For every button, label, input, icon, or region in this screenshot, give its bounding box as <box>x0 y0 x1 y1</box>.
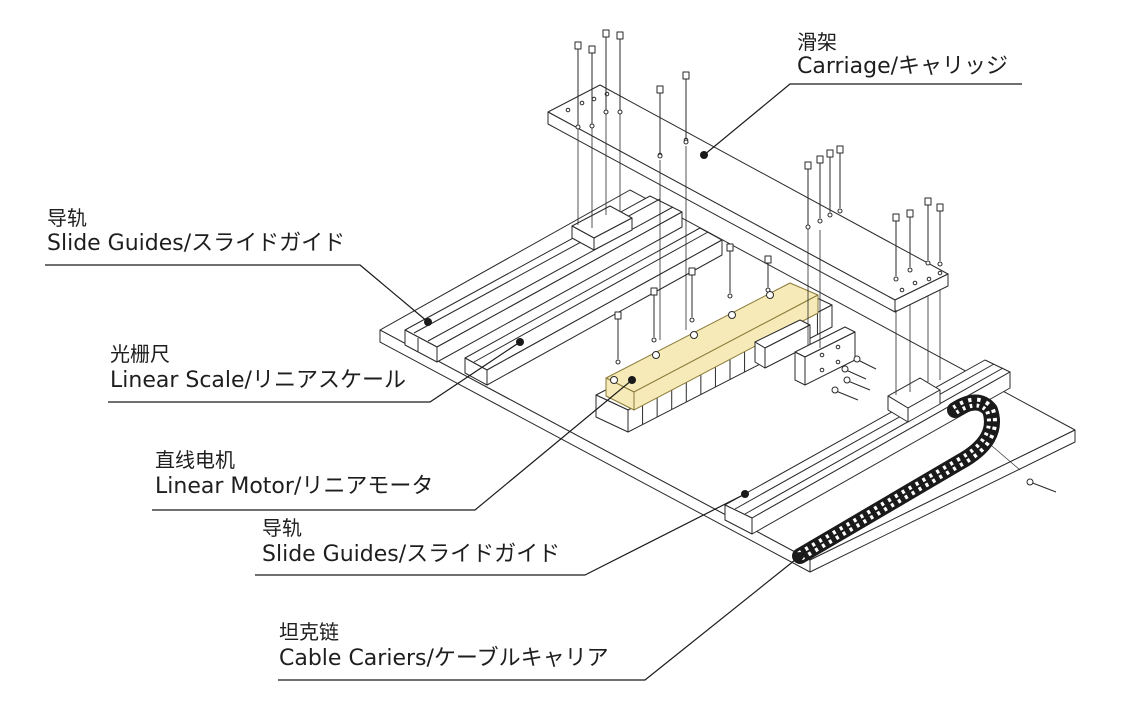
linear-motor-forcer <box>605 282 819 411</box>
bolt-washer <box>657 153 663 159</box>
bolt-head <box>764 255 772 264</box>
bolt-washer <box>893 276 899 282</box>
bolt-head <box>614 311 622 320</box>
bolt-washer <box>603 109 609 115</box>
bolt-washer <box>683 139 689 145</box>
bearing-block-front <box>887 377 941 423</box>
bolt-head <box>616 31 624 40</box>
bolt-head <box>602 29 610 38</box>
label-carriage-en: Carriage/キャリッジ <box>797 54 1009 79</box>
bolt-head <box>924 197 932 206</box>
bolt-washer <box>907 267 913 273</box>
label-linear-scale-zh: 光栅尺 <box>110 342 170 366</box>
label-slide-guides-2-zh: 导轨 <box>262 516 302 540</box>
motor-end-block <box>754 319 811 369</box>
bolt-washer <box>617 109 623 115</box>
bolt-washer <box>589 123 595 129</box>
bolt-washer <box>575 124 581 130</box>
leader-slide-guides-2 <box>255 493 746 576</box>
bolt-head <box>936 203 944 212</box>
label-linear-scale-en: Linear Scale/リニアスケール <box>110 368 406 393</box>
bolt-washer <box>817 218 823 224</box>
bolt-washer <box>765 287 771 293</box>
label-slide-guides-2-en: Slide Guides/スライドガイド <box>262 542 561 567</box>
bolt-washer <box>651 337 657 343</box>
bolt-head <box>892 213 900 222</box>
cable-carrier-chain <box>792 394 1000 564</box>
bolt-washer <box>689 317 695 323</box>
callout-dots <box>424 151 804 560</box>
callout-leaders <box>45 83 1022 681</box>
bolt-head <box>836 145 844 154</box>
bolt-head <box>726 243 734 252</box>
leader-carriage <box>703 83 1022 156</box>
bolt-washer <box>615 359 621 365</box>
bolt-head <box>656 85 664 94</box>
linear-scale-bar <box>464 227 723 386</box>
bolt-washer <box>827 212 833 218</box>
label-slide-guides-1-zh: 导轨 <box>47 206 87 230</box>
bolt-head <box>650 287 658 296</box>
end-bracket-plate <box>794 326 856 386</box>
bolt-head <box>574 41 582 50</box>
label-linear-motor-zh: 直线电机 <box>155 448 235 472</box>
label-linear-motor-en: Linear Motor/リニアモータ <box>155 474 434 499</box>
bolt-washer <box>805 224 811 230</box>
label-slide-guides-1-en: Slide Guides/スライドガイド <box>47 231 346 256</box>
leader-slide-guides-1 <box>45 264 429 323</box>
bolt-washer <box>727 293 733 299</box>
bolt-head <box>816 155 824 164</box>
bolt-head <box>906 209 914 218</box>
bolt-washer <box>925 260 931 266</box>
leader-linear-motor <box>152 379 633 511</box>
leader-cable-carriers <box>278 555 801 681</box>
label-cable-carriers-zh: 坦克链 <box>279 620 339 644</box>
leader-linear-scale <box>108 341 521 403</box>
bolt-washer <box>837 208 843 214</box>
label-cable-carriers-en: Cable Cariers/ケーブルキャリア <box>279 646 609 671</box>
bolt-head <box>588 45 596 54</box>
bolt-washer <box>937 261 943 267</box>
bearing-block-back <box>571 205 633 251</box>
bolt-head <box>682 71 690 80</box>
bolt-head <box>688 267 696 276</box>
bolt-head <box>826 149 834 158</box>
bolt-group <box>574 29 944 365</box>
label-carriage-zh: 滑架 <box>797 30 837 54</box>
assembly-guide-lines <box>577 100 941 395</box>
bolt-head <box>804 161 812 170</box>
